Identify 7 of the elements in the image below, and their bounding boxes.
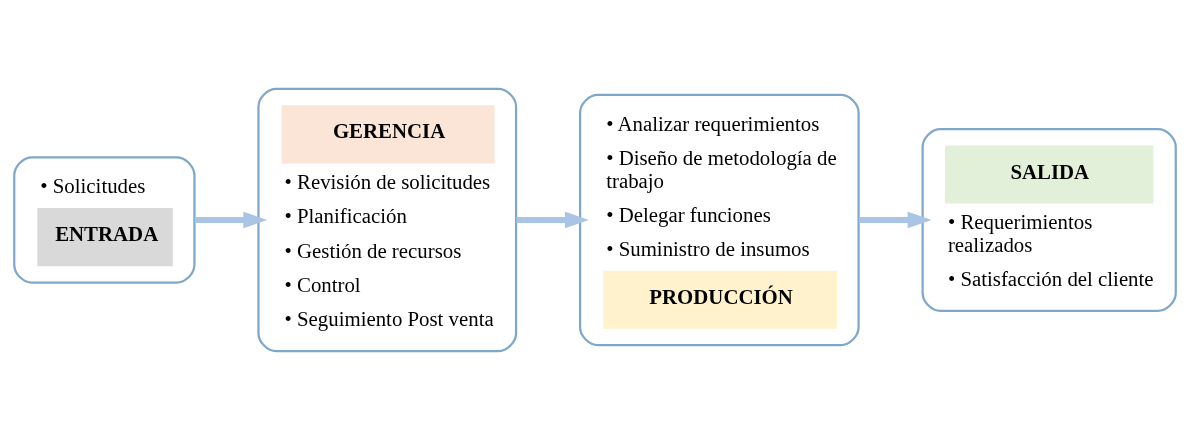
node-box: • Solicitudes ENTRADA [13, 156, 196, 284]
node-box: SALIDA • Requerimientos realizados • Satisfacción del cliente [921, 128, 1177, 312]
node-box: GERENCIA • Revisión de solicitudes • Planificación • Gestión de recursos • Control • Seguimiento Post venta [257, 87, 518, 353]
node-box: • Analizar requerimientos • Diseño de metodología de trabajo • Delegar funciones • Suministro de insumos PRODUCCIÓN [579, 93, 860, 347]
arrow [194, 211, 268, 229]
arrow [859, 211, 932, 229]
arrow [516, 211, 589, 229]
